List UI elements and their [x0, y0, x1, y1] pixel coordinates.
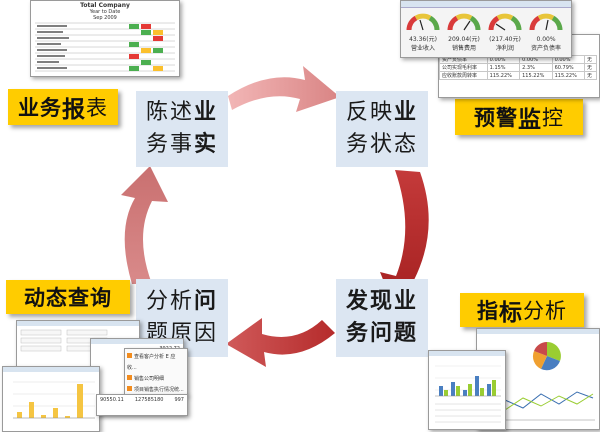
stage-state-facts: 陈述业 务事实 — [136, 91, 228, 167]
report-subtitle: Year to Date — [89, 9, 121, 15]
label-text-bold: 预警 — [474, 106, 518, 130]
stage-text-bold: 问 — [194, 289, 219, 315]
stage-find-problems: 发现业 务问题 — [336, 279, 428, 357]
arrow-right — [380, 170, 429, 312]
row-name: 应收账款周转率 — [439, 71, 488, 80]
doc-icon — [127, 375, 132, 380]
query-bar-chart — [13, 381, 95, 419]
window-titlebar — [17, 321, 139, 326]
stage-text-bold: 业 — [194, 100, 219, 126]
gauge — [406, 13, 440, 31]
query-value: 997 — [174, 397, 184, 403]
indicator-thumbnail — [428, 350, 506, 430]
label-dynamic-query: 动态查询 — [6, 280, 130, 314]
doc-icon — [127, 386, 132, 391]
label-text-large: 标 — [499, 300, 523, 326]
label-text-bold: 动态查询 — [24, 286, 112, 310]
gauge-panel: 43.36(元) 209.04(元) (217.40元) 0.00% 营业收入 … — [406, 13, 563, 52]
query-form — [20, 329, 108, 352]
stage-reflect-status: 反映业 务状态 — [336, 91, 428, 167]
report-thumbnail: Total Company Year to Date Sep 2009 — [30, 0, 180, 77]
stage-text-bold: 实 — [194, 132, 219, 157]
table-row: 公司实现毛利率 1.15% 2.3% 60.79% 无 — [439, 63, 597, 72]
row-name: 公司实现毛利率 — [439, 63, 488, 72]
label-text: 分析 — [523, 299, 567, 323]
arrow-top — [228, 66, 340, 112]
stage-text-bold: 发现业 — [345, 289, 418, 315]
stage-text: 务状态 — [345, 132, 418, 157]
row-value: 115.22% — [486, 71, 521, 80]
gauge-value: 209.04(元) — [448, 36, 480, 43]
window-titlebar — [3, 367, 99, 372]
label-text: 表 — [86, 96, 108, 120]
label-text-bold: 业务 — [18, 96, 62, 120]
gauge-caption: 资产负债率 — [531, 44, 561, 52]
stage-text-bold: 务问题 — [345, 321, 418, 346]
menu-item[interactable]: 项目销售执行情况统... — [127, 385, 185, 395]
label-text-large: 报 — [62, 97, 86, 123]
row-value: 115.22% — [519, 71, 553, 80]
label-warning-monitor: 预警监控 — [455, 99, 583, 135]
query-value: 90550.11 — [100, 397, 124, 403]
row-value: 1.15% — [486, 63, 521, 72]
pie-chart — [532, 342, 561, 371]
stage-text: 反映 — [345, 100, 394, 126]
label-indicator-analysis: 指标分析 — [460, 293, 584, 327]
menu-item[interactable]: 查看客户分析 E 应收... — [127, 353, 176, 371]
row-flag: 无 — [584, 55, 597, 64]
report-period: Sep 2009 — [93, 15, 117, 21]
gauge-value: 0.00% — [536, 36, 555, 43]
label-text-bold: 指 — [477, 299, 499, 323]
query-value: 127585180 — [134, 397, 164, 403]
report-company: Total Company — [80, 2, 130, 9]
label-text-large: 监 — [518, 107, 542, 133]
label-business-report: 业务报表 — [8, 89, 118, 125]
label-text: 控 — [542, 106, 564, 130]
gauge — [529, 13, 563, 31]
query-chart-thumbnail — [2, 366, 100, 432]
gauge — [447, 13, 481, 31]
menu-item[interactable]: 销售公司明细 — [127, 374, 185, 385]
stage-text: 陈述 — [145, 100, 194, 126]
warning-thumbnail: 43.36(元) 209.04(元) (217.40元) 0.00% 营业收入 … — [400, 0, 572, 58]
gauge-value: (217.40元) — [489, 36, 521, 43]
stage-text-bold: 业 — [394, 100, 419, 126]
row-value: 2.3% — [519, 63, 553, 72]
gauge-caption: 净利润 — [496, 44, 514, 52]
query-total-thumbnail: 90550.11 127585180 997 — [96, 394, 188, 416]
query-menu-thumbnail: 查看客户分析 E 应收... 销售公司明细 项目销售执行情况统... — [124, 348, 188, 396]
stage-text: 务事 — [145, 132, 194, 157]
table-row: 应收账款周转率 115.22% 115.22% 115.22% 无 — [439, 71, 597, 80]
indicator-bar-chart — [435, 365, 501, 423]
gauge-value: 43.36(元) — [409, 36, 437, 43]
row-flag: 无 — [584, 71, 597, 80]
gauge-caption: 销售费用 — [452, 44, 476, 52]
report-grid — [35, 22, 175, 72]
window-titlebar — [401, 1, 571, 8]
window-titlebar — [429, 351, 505, 356]
gauge-caption: 营业收入 — [411, 44, 435, 52]
gauge — [488, 13, 522, 31]
doc-icon — [127, 353, 132, 358]
window-titlebar — [91, 339, 183, 344]
stage-text: 分析 — [145, 289, 194, 315]
row-flag: 无 — [584, 63, 597, 72]
row-value: 115.22% — [551, 71, 586, 80]
row-value: 60.79% — [551, 63, 586, 72]
window-titlebar — [477, 329, 599, 334]
warning-table: 资产负债率 0.00% 0.00% 0.00% 无 公司实现毛利率 1.15% … — [439, 55, 597, 80]
arrow-bottom — [226, 318, 335, 367]
arrow-left — [121, 166, 168, 284]
